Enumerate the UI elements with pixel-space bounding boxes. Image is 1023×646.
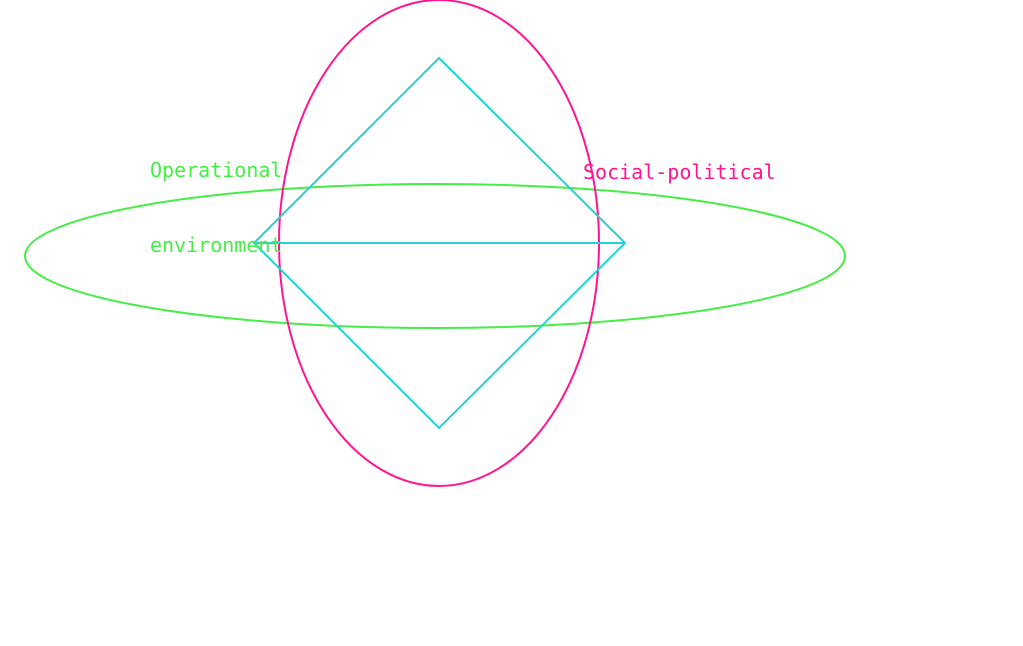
social-political-label: Social-political [583,110,776,235]
operational-environment-ellipse [24,183,846,329]
operational-label-line2: environment [150,233,283,257]
operational-environment-label: Operational environment [150,108,282,308]
social-political-label-text: Social-political [583,160,776,184]
operational-label-line1: Operational [150,158,283,182]
central-diamond [252,56,627,430]
